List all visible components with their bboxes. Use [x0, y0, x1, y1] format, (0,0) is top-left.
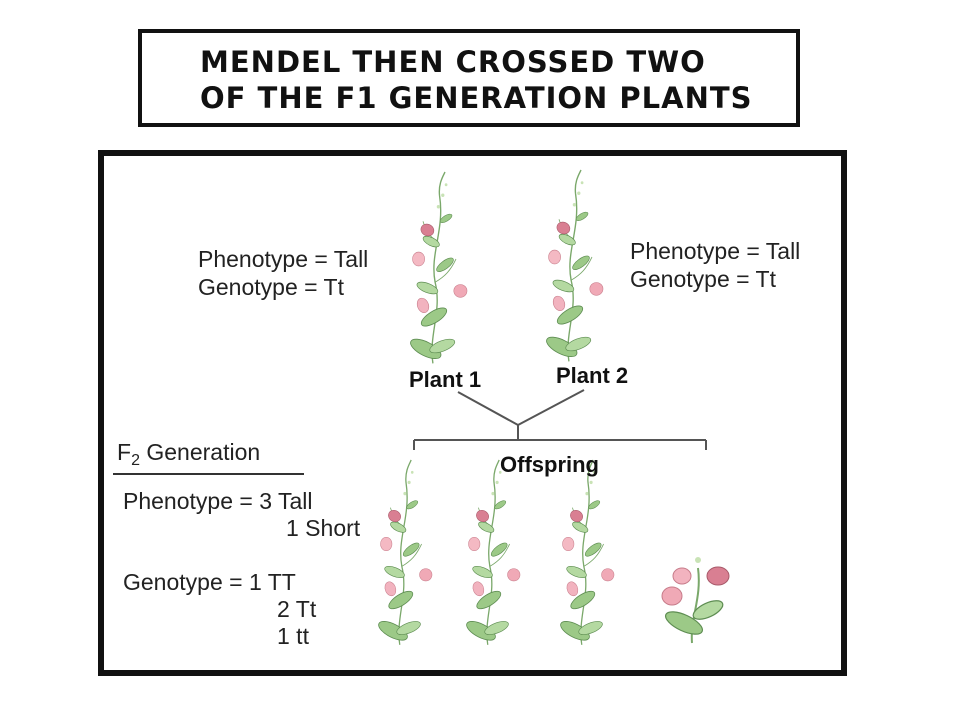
f2-genotype-line-2: 2 Tt [277, 596, 317, 622]
f2-genotype-line-3: 1 tt [277, 623, 309, 649]
offspring-plant-4-short [661, 556, 730, 644]
offspring-label: Offspring [500, 452, 599, 477]
plant-2-phenotype: Phenotype = Tall [630, 238, 801, 264]
f2-phenotype-line-2: 1 Short [286, 515, 361, 541]
plant-2-genotype: Genotype = Tt [630, 266, 776, 292]
cross-lines [413, 389, 707, 450]
caption-line-1: MENDEL THEN CROSSED TWO [200, 45, 706, 79]
offspring-plant-2 [463, 459, 521, 646]
plant-1-phenotype: Phenotype = Tall [198, 246, 369, 272]
caption-box: MENDEL THEN CROSSED TWO OF THE F1 GENERA… [138, 29, 800, 127]
plant-1-illustration [407, 171, 468, 365]
plant-1-genotype: Genotype = Tt [198, 274, 344, 300]
offspring-plant-3 [557, 459, 615, 646]
offspring-plant-1 [375, 459, 433, 646]
plant-2-label: Plant 2 [556, 363, 629, 388]
diagram-panel [98, 150, 847, 676]
f2-heading: F2 Generation [117, 439, 261, 469]
caption-line-2: OF THE F1 GENERATION PLANTS [200, 81, 753, 115]
f2-genotype-line-1: Genotype = 1 TT [123, 569, 296, 595]
plant-1-label: Plant 1 [409, 367, 482, 392]
f2-phenotype-line-1: Phenotype = 3 Tall [123, 488, 313, 514]
plant-2-illustration [543, 169, 604, 363]
